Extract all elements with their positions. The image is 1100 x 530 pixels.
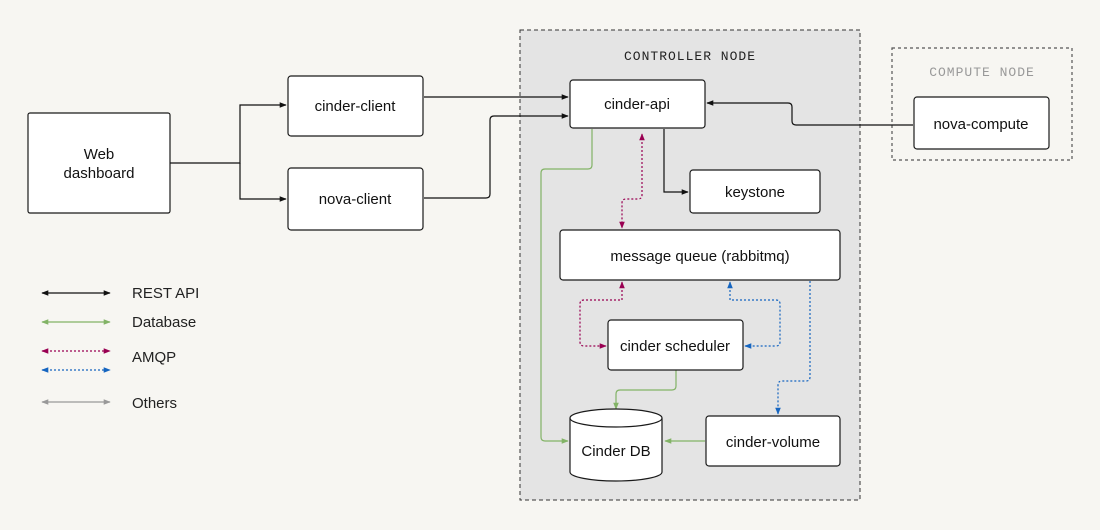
edge-nova-compute-to-cinder-api [706,100,913,126]
web-dashboard-label-line1: Web [84,146,115,163]
node-keystone: keystone [689,169,821,214]
edge-nova-client-to-cinder-api [424,113,569,199]
edge-message-queue-to-cinder-scheduler-blue [727,281,781,349]
controller-node-title: CONTROLLER NODE [624,49,756,64]
web-dashboard-label-line2: dashboard [64,165,135,182]
node-cinder-client: cinder-client [287,75,424,137]
edge-cinder-api-to-message-queue [619,133,645,229]
edge-message-queue-to-cinder-scheduler [579,281,625,349]
amqp-edges [579,133,811,415]
compute-node-title: COMPUTE NODE [929,65,1035,80]
edge-cinder-scheduler-to-cinder-db [613,370,677,410]
node-nova-client: nova-client [287,167,424,231]
cinder-api-label: cinder-api [604,96,670,113]
node-cinder-db: Cinder DB [569,408,663,482]
edge-cinder-api-to-keystone [663,129,689,195]
nova-client-label: nova-client [319,191,392,208]
cinder-client-label: cinder-client [315,98,397,115]
node-nova-compute: nova-compute [913,96,1050,150]
node-cinder-volume: cinder-volume [705,415,841,467]
node-cinder-scheduler: cinder scheduler [607,319,744,371]
legend-label-rest-api: REST API [132,285,199,302]
legend-label-others: Others [132,395,177,412]
edge-cinder-api-to-cinder-db [540,129,593,444]
cinder-volume-label: cinder-volume [726,434,820,451]
legend-label-database: Database [132,314,196,331]
message-queue-label: message queue (rabbitmq) [610,248,789,265]
edge-dashboard-to-cinder-client [170,102,287,164]
rest-edges [170,94,913,202]
node-message-queue: message queue (rabbitmq) [559,229,841,281]
keystone-label: keystone [725,184,785,201]
cinder-db-label: Cinder DB [581,443,650,460]
edge-dashboard-to-nova-client [239,163,287,202]
node-web-dashboard: Web dashboard [27,112,171,214]
legend: REST API Database AMQP Others [41,285,199,412]
cinder-scheduler-label: cinder scheduler [620,338,730,355]
nova-compute-label: nova-compute [933,116,1028,133]
node-cinder-api: cinder-api [569,79,706,129]
edge-message-queue-to-cinder-volume [775,281,811,415]
legend-label-amqp: AMQP [132,349,176,366]
database-edges [540,129,705,444]
